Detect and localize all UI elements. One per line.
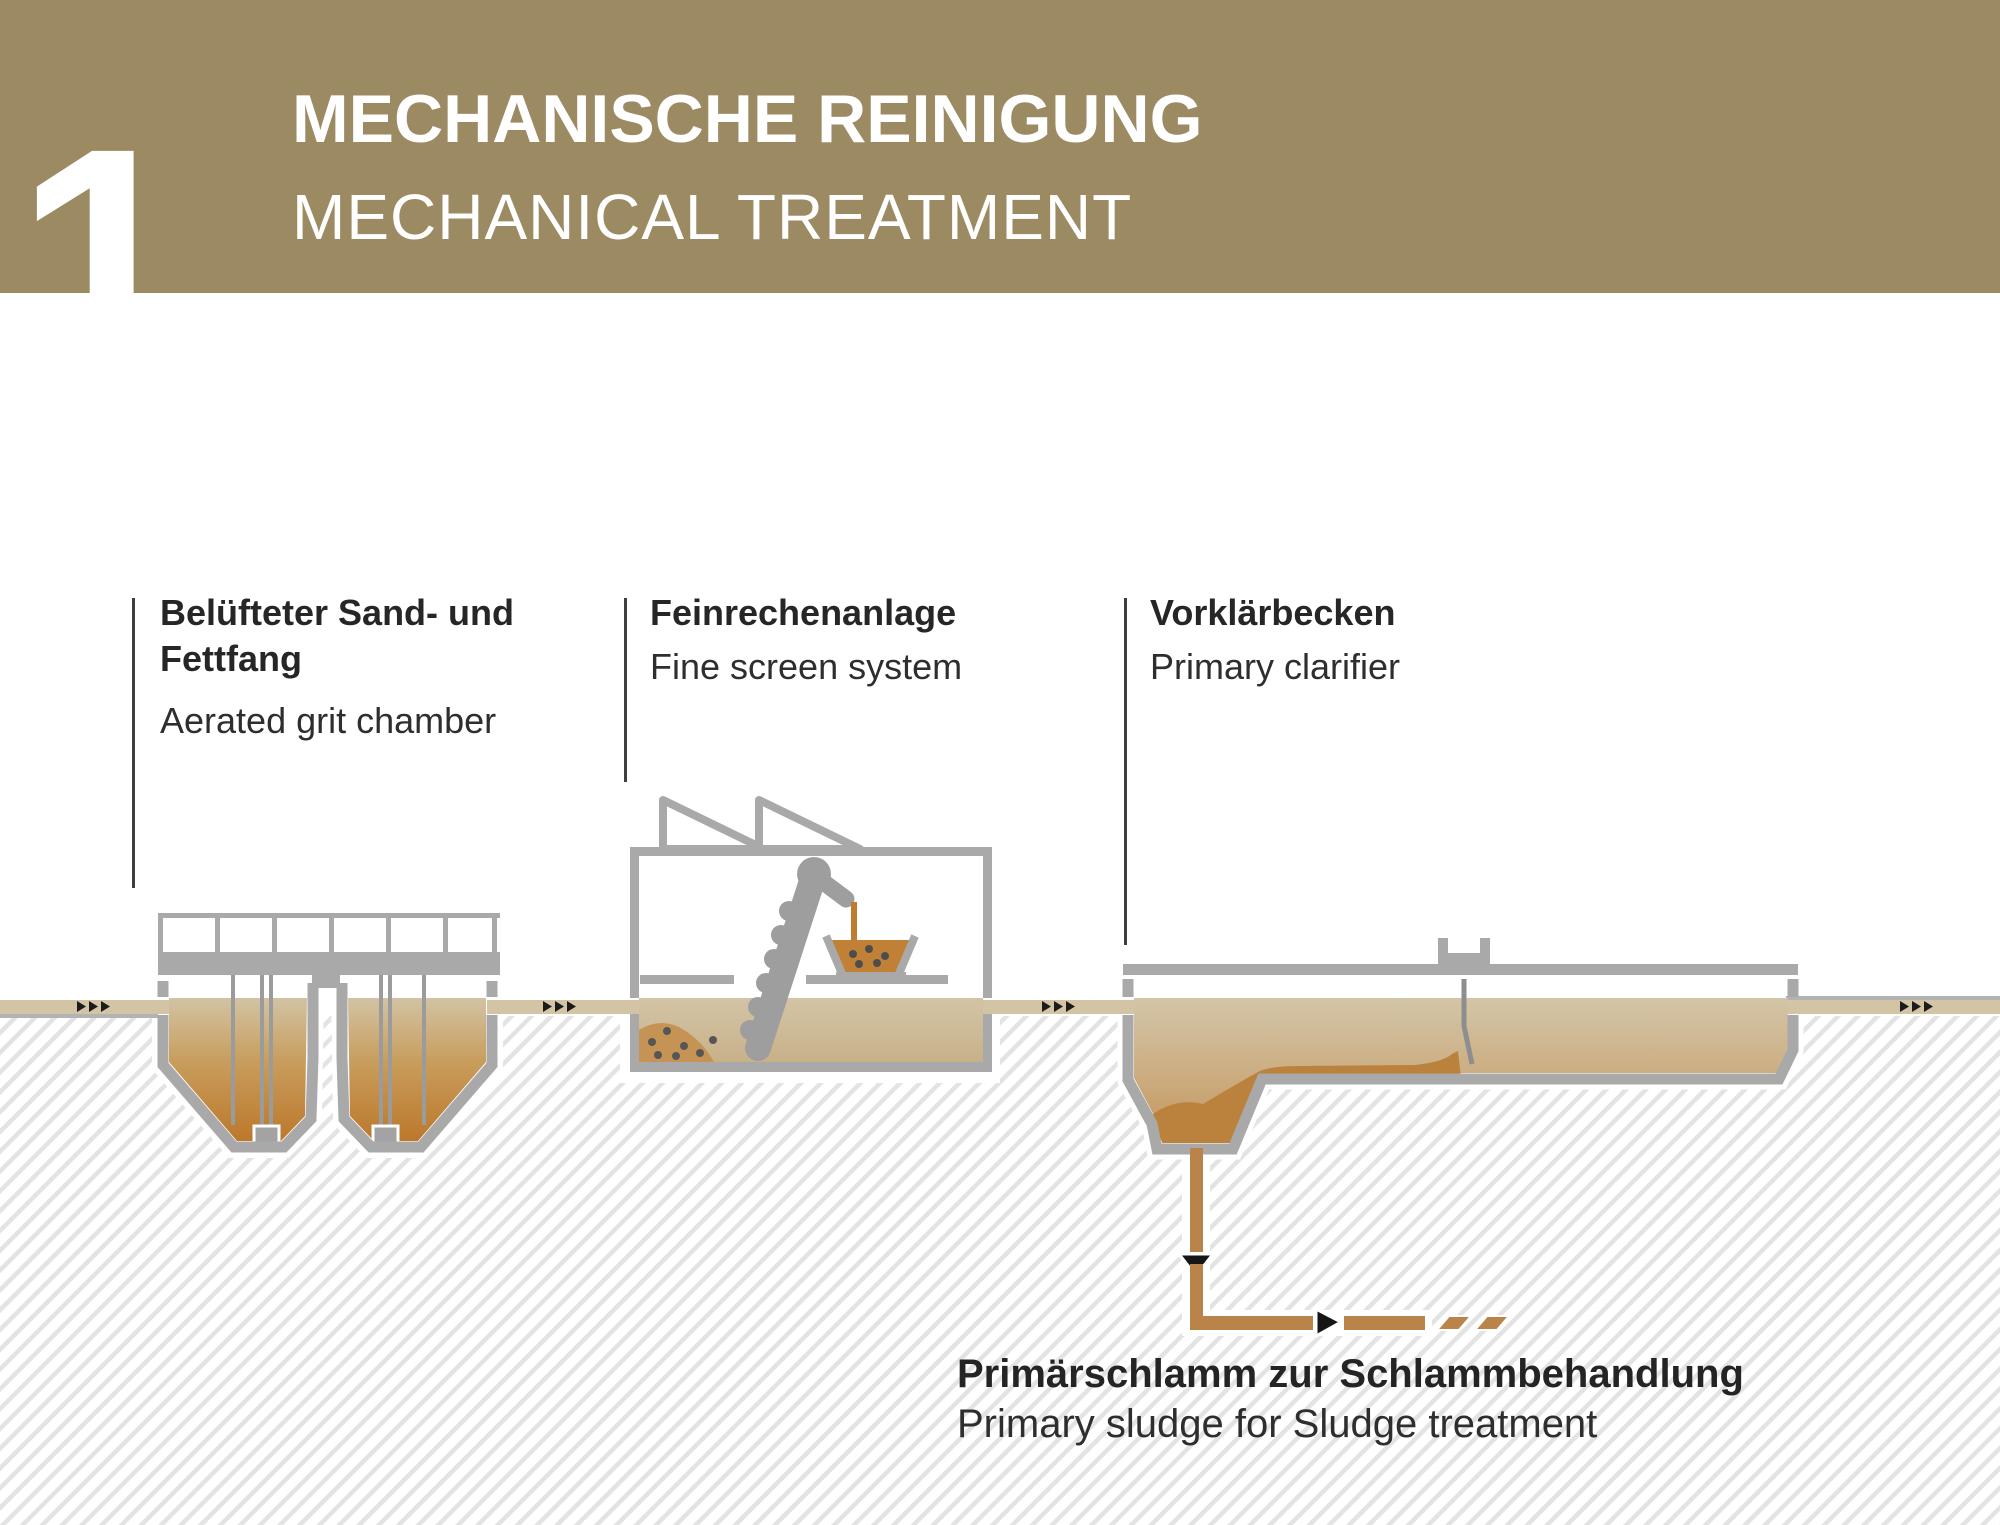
label-grit-de: Belüfteter Sand- und Fettfang xyxy=(160,592,515,680)
screen-conveyor xyxy=(740,857,855,1061)
callout-grit-chamber-en: Aerated grit chamber xyxy=(160,698,620,743)
screenings-container xyxy=(822,934,919,981)
scraper-blade xyxy=(1461,979,1475,1065)
sludge-note-en: Primary sludge for Sludge treatment xyxy=(957,1402,1598,1446)
flow-arrows-icon xyxy=(77,1001,110,1012)
label-clarifier-de: Vorklärbecken xyxy=(1150,592,1396,633)
callout-line-clarifier xyxy=(1124,598,1127,945)
sludge-note-de: Primärschlamm zur Schlammbehandlung xyxy=(957,1352,1744,1396)
callout-line-grit xyxy=(132,598,135,888)
callout-line-screen xyxy=(624,598,627,782)
page-title-de: MECHANISCHE REINIGUNG xyxy=(292,81,1203,157)
primary-clarifier xyxy=(1122,938,1799,1155)
flow-arrows-icon xyxy=(1900,1001,1933,1012)
sludge-right-arrow-icon xyxy=(1314,1306,1345,1339)
callout-grit-chamber: Belüfteter Sand- und Fettfang xyxy=(160,590,600,682)
header-band: 1 MECHANISCHE REINIGUNG MECHANICAL TREAT… xyxy=(0,0,2000,293)
page-title-en: MECHANICAL TREATMENT xyxy=(292,181,1133,253)
callout-clarifier: Vorklärbecken Primary clarifier xyxy=(1150,590,1630,689)
sludge-pipe xyxy=(1175,1148,1512,1339)
grit-railing xyxy=(158,913,500,952)
roof-sawtooth xyxy=(659,796,864,853)
scraper-drive xyxy=(1438,938,1490,967)
callout-fine-screen: Feinrechenanlage Fine screen system xyxy=(650,590,1130,689)
flow-arrows-icon xyxy=(543,1001,576,1012)
grit-particles xyxy=(648,1027,717,1060)
label-screen-en: Fine screen system xyxy=(650,646,963,688)
grit-chamber xyxy=(157,913,500,1153)
label-grit-en: Aerated grit chamber xyxy=(160,700,497,741)
label-clarifier-en: Primary clarifier xyxy=(1150,646,1401,688)
label-screen-de: Feinrechenanlage xyxy=(650,592,957,633)
fine-screen-building xyxy=(630,796,992,1072)
step-number: 1 xyxy=(15,81,193,293)
flow-arrows-icon xyxy=(1042,1001,1075,1012)
